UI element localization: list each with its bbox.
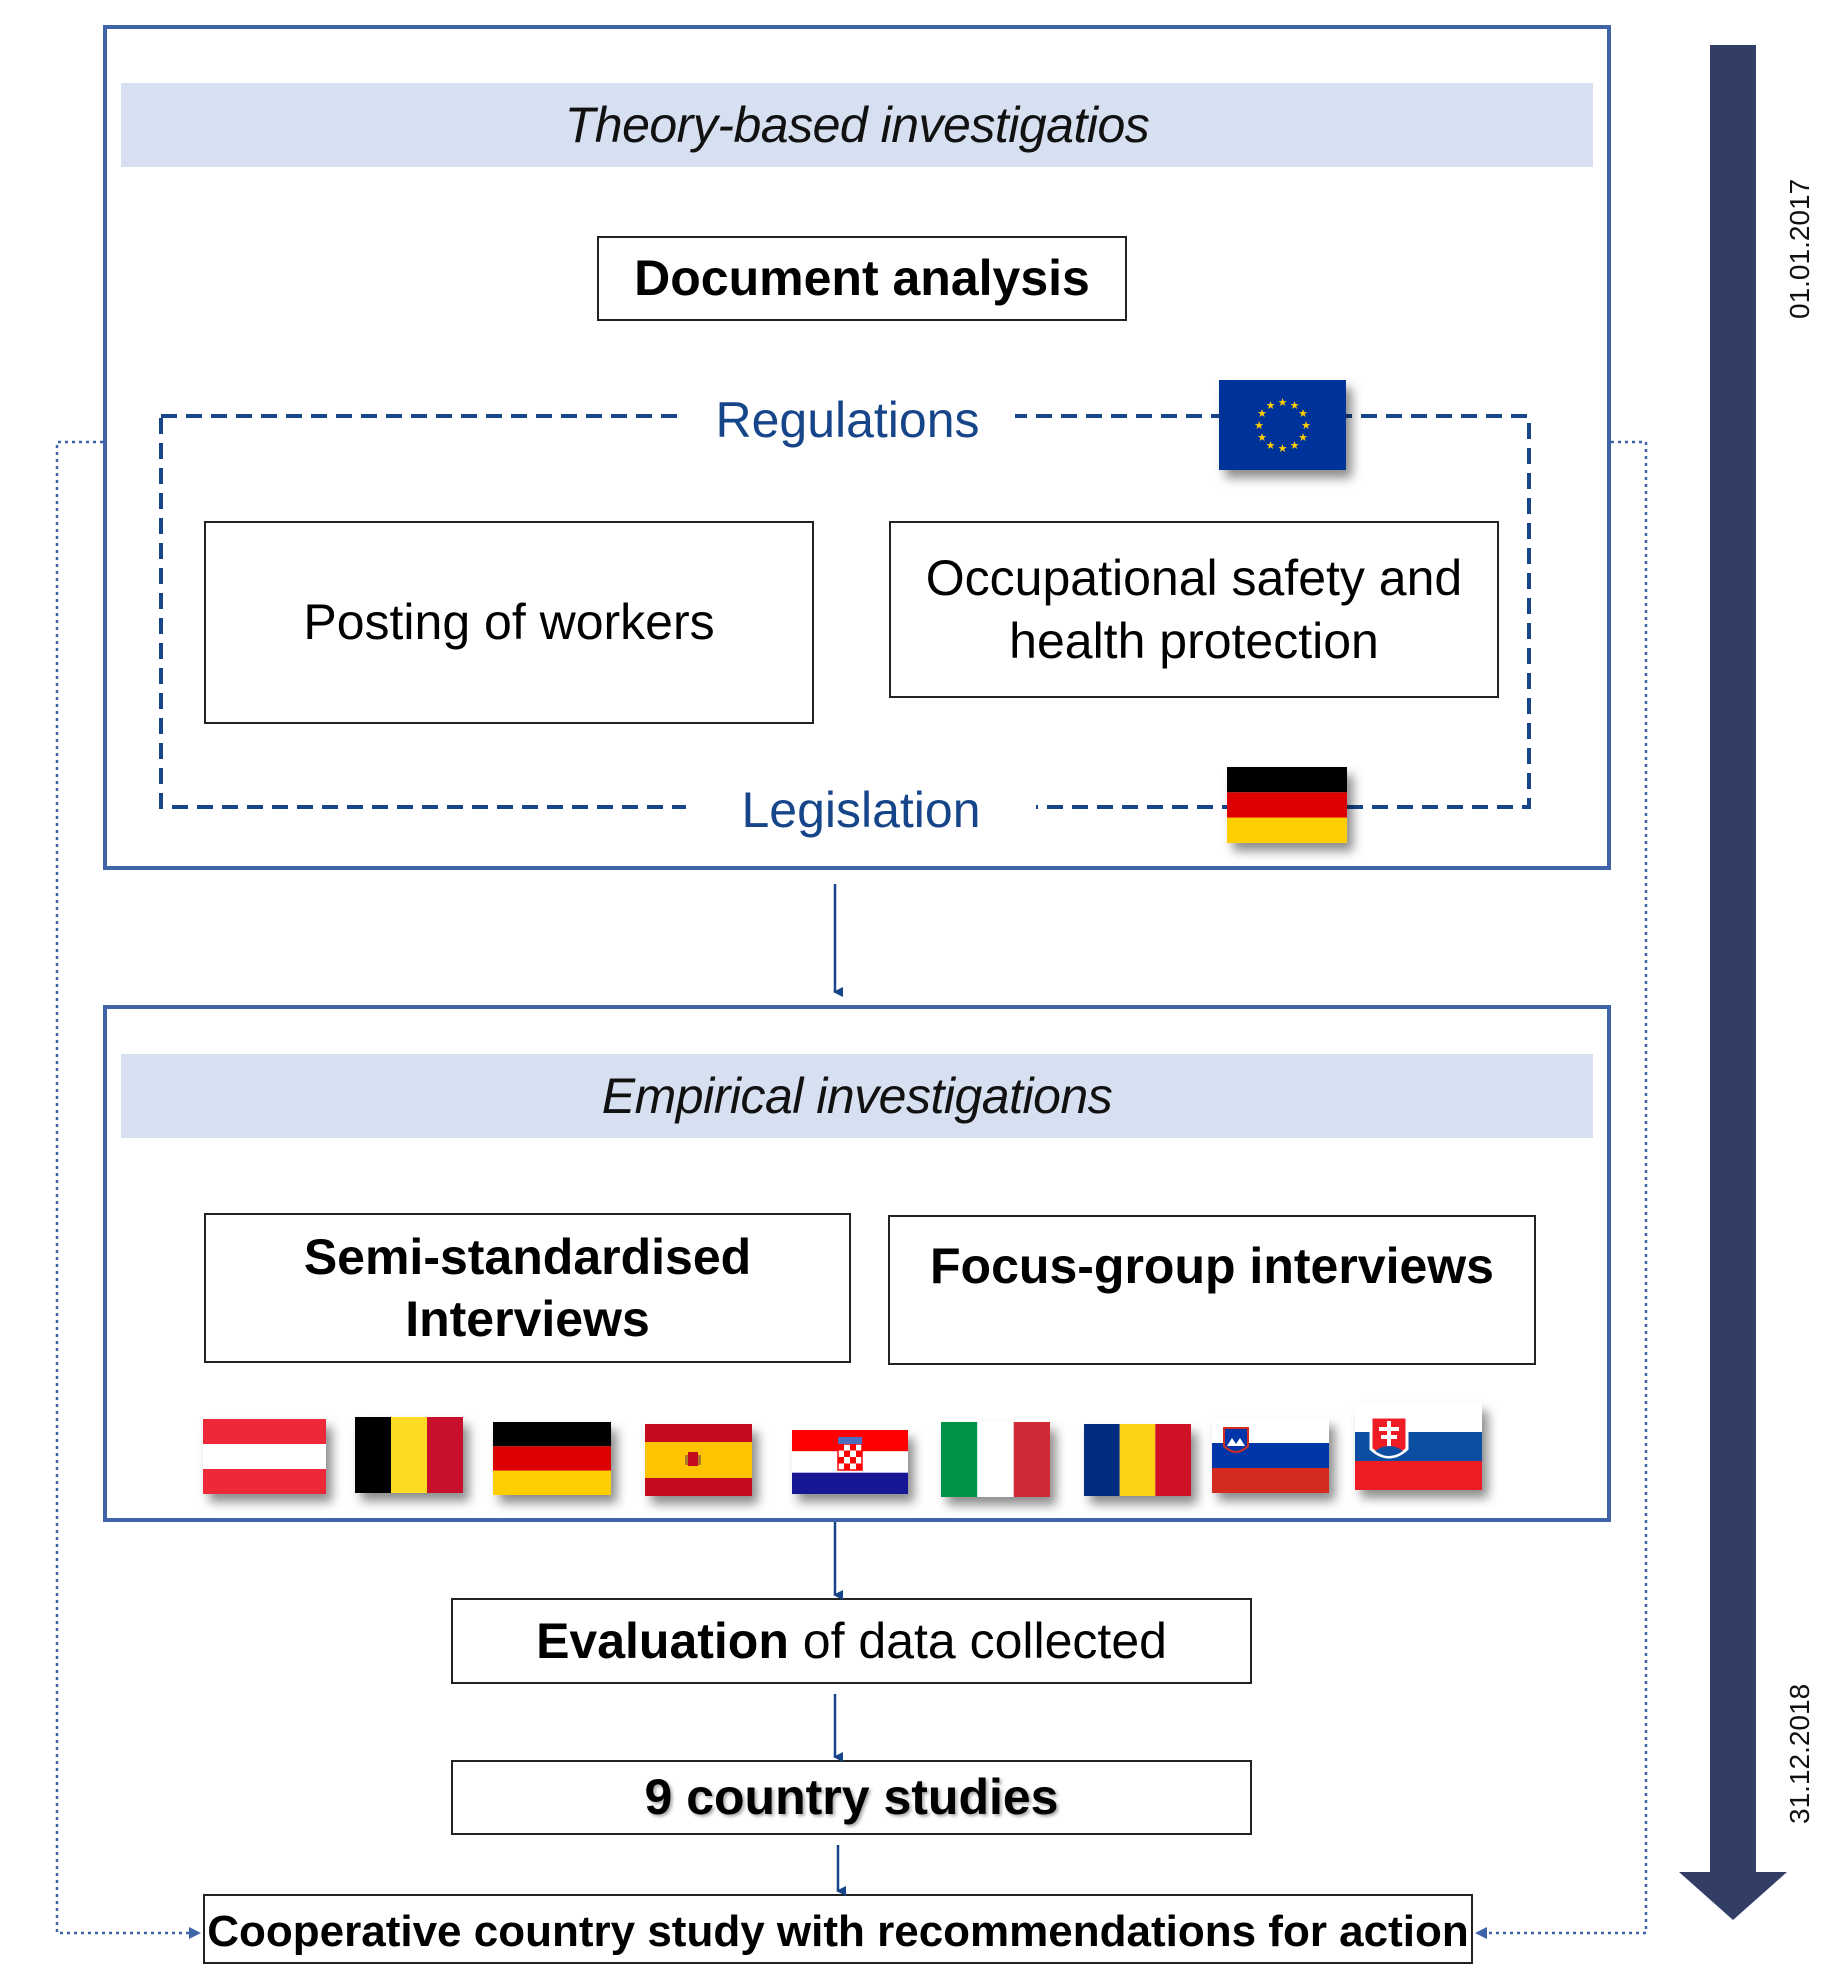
svg-text:★: ★ <box>1257 431 1267 444</box>
germany-flag-icon <box>1227 767 1347 843</box>
theory-title: Theory-based investigatios <box>121 83 1593 167</box>
focus-group-label: Focus-group interviews <box>930 1238 1494 1294</box>
svg-text:★: ★ <box>1301 419 1311 432</box>
svg-text:★: ★ <box>1290 399 1300 412</box>
posting-of-workers-box: Posting of workers <box>204 521 814 724</box>
theory-section <box>103 25 1611 870</box>
dotted-right-feedback <box>1475 440 1648 1939</box>
document-analysis-box: Document analysis <box>597 236 1127 321</box>
legislation-label: Legislation <box>686 778 1036 842</box>
timeline-end-date: 31.12.2018 <box>1784 1683 1815 1824</box>
semi-line-2: Interviews <box>405 1291 650 1347</box>
svg-text:★: ★ <box>1278 396 1288 409</box>
dotted-left-feedback <box>55 440 201 1939</box>
svg-text:★: ★ <box>1298 407 1308 420</box>
empirical-section <box>103 1005 1611 1522</box>
slovakia-flag-icon <box>1355 1403 1482 1490</box>
svg-text:★: ★ <box>1290 439 1300 452</box>
country-studies-box: 9 country studies <box>451 1760 1252 1835</box>
regulations-label: Regulations <box>680 388 1015 452</box>
austria-flag-icon <box>203 1419 326 1494</box>
belgium-flag-icon <box>355 1417 463 1493</box>
timeline-start-date: 01.01.2017 <box>1784 178 1815 319</box>
romania-flag-icon <box>1084 1424 1191 1496</box>
eu-flag-icon: ★★★ ★★★ ★★★ ★★★ <box>1219 380 1346 470</box>
evaluation-box: Evaluation of data collected <box>451 1598 1252 1684</box>
croatia-flag-icon <box>792 1430 908 1494</box>
svg-text:★: ★ <box>1298 431 1308 444</box>
svg-text:★: ★ <box>1278 442 1288 455</box>
empirical-title: Empirical investigations <box>121 1054 1593 1138</box>
svg-text:★: ★ <box>1266 439 1276 452</box>
osh-line-1: Occupational safety and <box>925 550 1463 606</box>
semi-line-1: Semi-standardised <box>303 1228 752 1285</box>
svg-text:★: ★ <box>1254 419 1264 432</box>
osh-box: Occupational safety and health protectio… <box>889 521 1499 698</box>
italy-flag-icon <box>941 1422 1050 1497</box>
evaluation-rest: of data collected <box>788 1612 1167 1669</box>
svg-text:★: ★ <box>1266 399 1276 412</box>
osh-line-2: health protection <box>1009 612 1379 669</box>
spain-flag-icon <box>645 1424 752 1496</box>
slovenia-flag-icon <box>1212 1418 1329 1493</box>
germany-flag-2-icon <box>493 1422 611 1495</box>
semi-standardised-interviews-box: Semi-standardised Interviews <box>204 1213 851 1363</box>
evaluation-bold: Evaluation <box>536 1612 789 1669</box>
svg-text:★: ★ <box>1257 407 1267 420</box>
focus-group-interviews-box: Focus-group interviews <box>888 1215 1536 1365</box>
